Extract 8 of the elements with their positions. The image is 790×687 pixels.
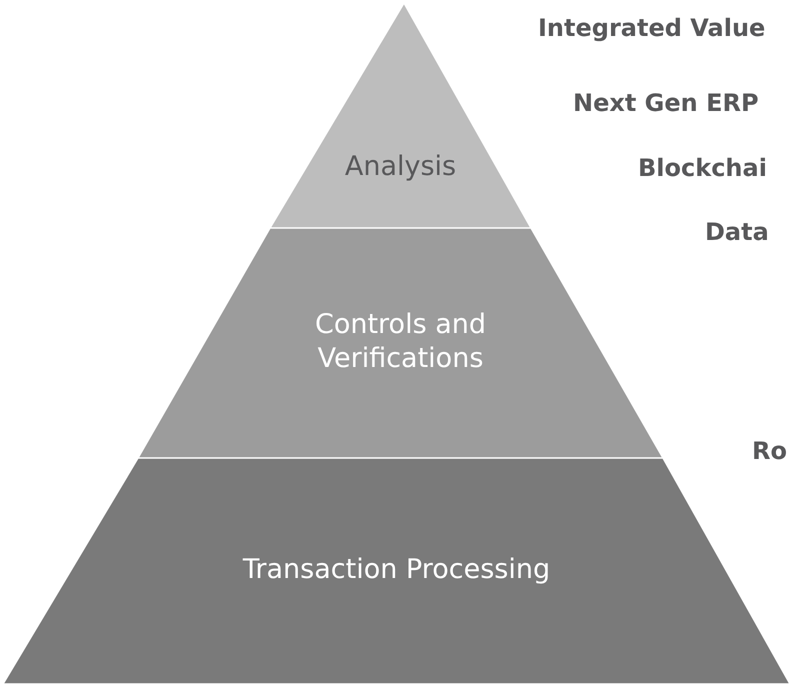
- side-label: Integrated Value: [538, 14, 766, 42]
- side-label: Next Gen ERP: [573, 89, 759, 117]
- side-label: Ro: [752, 437, 787, 465]
- side-label: Blockchai: [638, 154, 767, 182]
- tier-label: Controls and Verifications: [314, 308, 488, 376]
- side-label: Data: [705, 218, 769, 246]
- tier-label: Transaction Processing: [242, 553, 552, 587]
- tier-label: Analysis: [344, 150, 458, 184]
